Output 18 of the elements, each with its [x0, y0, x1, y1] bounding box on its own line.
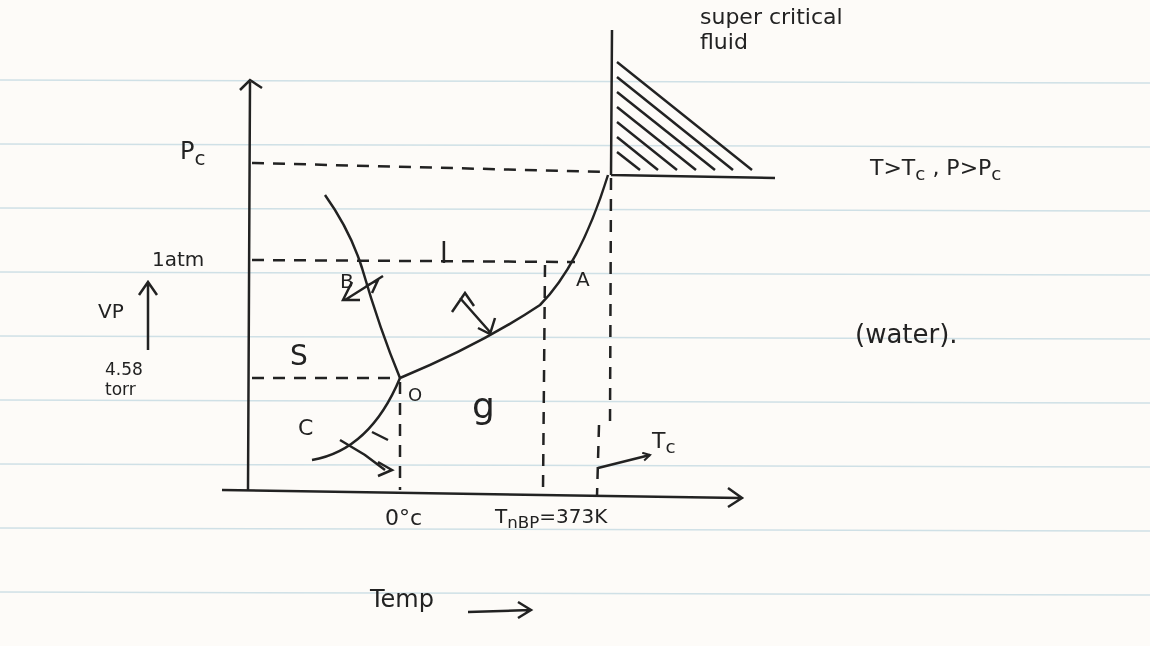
critical-temperature-label: T$_{c}$: [652, 428, 676, 458]
point-label: C: [298, 415, 314, 441]
phase-label: S: [290, 340, 308, 373]
axis-label: 0°c: [385, 505, 423, 531]
axis-label: 1atm: [152, 248, 205, 271]
note: (water).: [855, 320, 958, 350]
condition-note: T>T$_{c}$ , P>P$_{c}$: [870, 155, 1002, 185]
critical-temperature-line: [595, 176, 613, 498]
axis-title: Temp: [370, 586, 434, 614]
point-label: O: [408, 385, 423, 406]
phase-label: super critical fluid: [700, 4, 844, 55]
leader-line: [597, 451, 651, 470]
phase-label: g: [472, 385, 495, 427]
axis-label: T$_{nBP}$=373K: [495, 505, 608, 533]
axis-label: P$_{c}$: [180, 138, 206, 170]
axis-label: 4.58 torr: [105, 360, 144, 400]
point-label: A: [576, 268, 590, 291]
axis-title: VP: [98, 300, 124, 323]
